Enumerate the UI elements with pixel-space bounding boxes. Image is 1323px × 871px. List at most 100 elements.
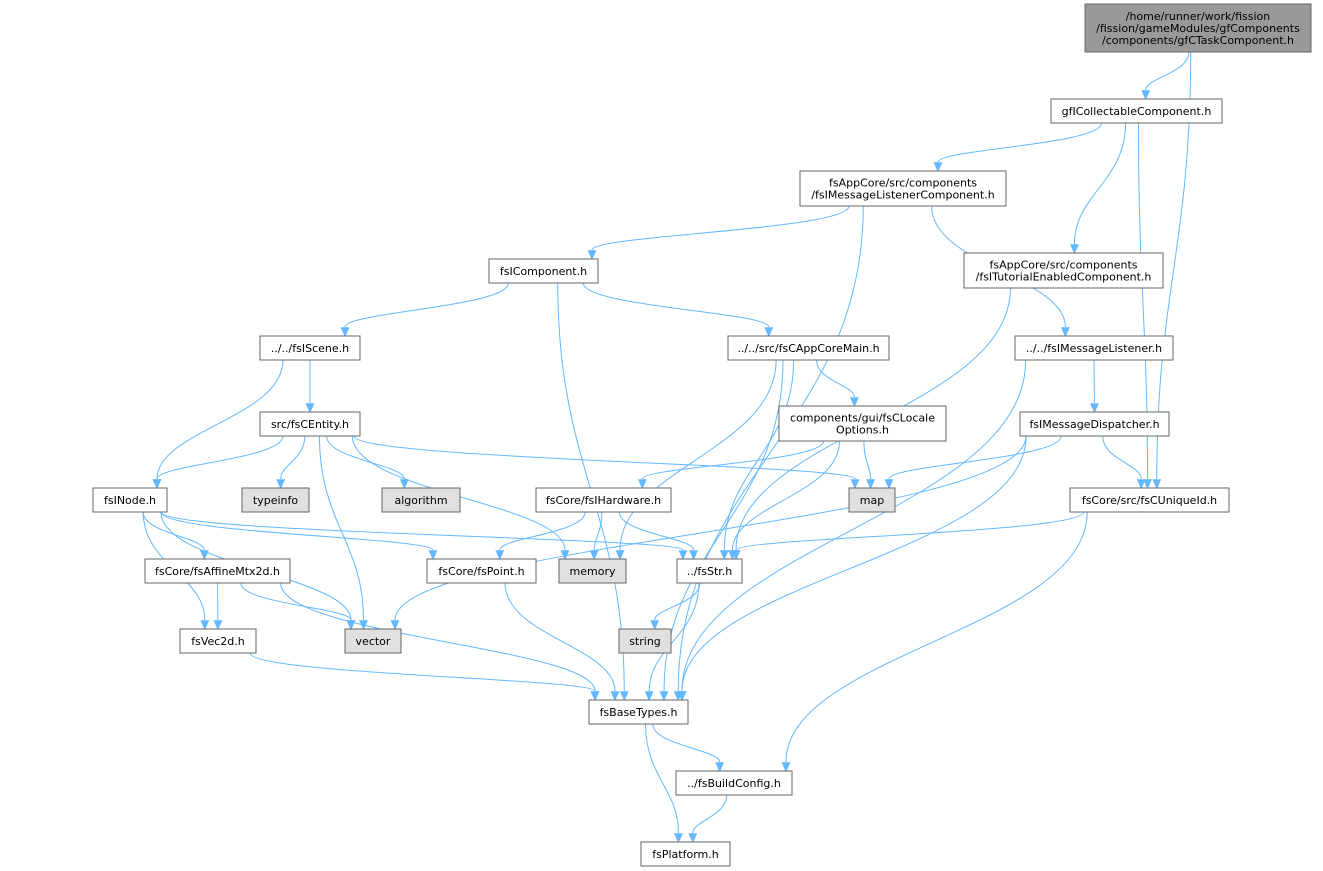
node-label: fsCore/fsIHardware.h [546, 494, 661, 507]
node-label: ../fsBuildConfig.h [687, 777, 781, 790]
node-fsCEntity[interactable]: src/fsCEntity.h [259, 411, 361, 437]
edge-line [1073, 122, 1127, 245]
node-fsBuildConfig[interactable]: ../fsBuildConfig.h [675, 770, 793, 796]
edge-fsAffine-to-fsBaseTypes [280, 582, 600, 702]
arrowhead [650, 620, 660, 631]
node-box [241, 487, 310, 513]
node-box [488, 258, 599, 284]
node-fsIComponent[interactable]: fsIComponent.h [488, 258, 599, 284]
edge-fsIMsgListenerComp-to-fsIComponent [587, 205, 850, 261]
arrowhead [495, 550, 505, 561]
arrowhead [305, 403, 315, 414]
edge-line [326, 435, 405, 480]
node-box [848, 487, 896, 513]
edge-fsStr-to-string [650, 582, 701, 631]
node-fsIHardware[interactable]: fsCore/fsIHardware.h [535, 487, 672, 513]
arrowhead [719, 550, 729, 561]
node-label: fsBaseTypes.h [600, 706, 678, 719]
node-label: map [860, 494, 884, 507]
edge-line [160, 511, 684, 551]
node-box [535, 487, 672, 513]
arrowhead [152, 479, 162, 490]
node-fsBaseTypes[interactable]: fsBaseTypes.h [588, 699, 689, 725]
nodes-layer: /home/runner/work/fission/fission/gameMo… [92, 3, 1312, 867]
edge-line [645, 723, 679, 834]
edge-line [156, 359, 284, 480]
node-gfICollectable[interactable]: gfICollectableComponent.h [1050, 98, 1223, 124]
node-fsIMsgListener[interactable]: ../../fsIMessageListener.h [1014, 335, 1174, 361]
edge-line [499, 511, 586, 551]
node-fsPlatform[interactable]: fsPlatform.h [640, 841, 731, 867]
arrowhead [346, 620, 356, 631]
node-fsITutorial[interactable]: fsAppCore/src/components/fsITutorialEnab… [963, 252, 1164, 289]
edge-fsCAppCoreMain-to-memory [615, 359, 777, 561]
edge-fsCEntity-to-fsINode [152, 435, 284, 490]
node-label: fsCore/fsAffineMtx2d.h [155, 565, 280, 578]
edge-line [280, 435, 306, 480]
node-fsCUniqueId[interactable]: fsCore/src/fsCUniqueId.h [1069, 487, 1230, 513]
arrowhead [866, 479, 876, 490]
node-fsAffine[interactable]: fsCore/fsAffineMtx2d.h [144, 558, 291, 584]
arrowhead [1152, 479, 1162, 490]
edge-line [240, 582, 352, 621]
edge-line [504, 582, 616, 692]
edge-fsIMsgListener-to-fsIMsgDispatcher [1089, 359, 1099, 414]
node-label: /fission/gameModules/gfComponents [1096, 22, 1300, 35]
node-fsIMsgDispatcher[interactable]: fsIMessageDispatcher.h [1019, 411, 1170, 437]
node-label: ../../fsIScene.h [271, 342, 349, 355]
node-label: fsCore/src/fsCUniqueId.h [1082, 494, 1217, 507]
node-fsINode[interactable]: fsINode.h [92, 487, 168, 513]
node-label: fsIMessageDispatcher.h [1029, 418, 1159, 431]
node-label: /components/gfCTaskComponent.h [1102, 34, 1294, 47]
node-fsPoint[interactable]: fsCore/fsPoint.h [426, 558, 537, 584]
arrowhead [674, 833, 683, 844]
node-algorithm: algorithm [381, 487, 461, 513]
node-box [1019, 411, 1170, 437]
node-root[interactable]: /home/runner/work/fission/fission/gameMo… [1084, 3, 1312, 53]
edge-line [1145, 51, 1190, 91]
arrowhead [1060, 327, 1070, 338]
edge-line [785, 511, 1088, 763]
edge-line [681, 435, 1027, 692]
node-fsCAppCoreMain[interactable]: ../../src/fsCAppCoreMain.h [727, 335, 890, 361]
edge-line [353, 435, 856, 480]
arrowhead [276, 479, 286, 490]
node-label: fsCore/fsPoint.h [438, 565, 524, 578]
edge-fsBuildConfig-to-fsPlatform [688, 794, 728, 844]
node-box [259, 411, 361, 437]
node-typeinfo: typeinfo [241, 487, 310, 513]
edge-fsCLocale-to-fsIHardware [637, 440, 825, 490]
node-box [426, 558, 537, 584]
edge-line [591, 205, 850, 251]
edge-gfICollectable-to-fsITutorial [1070, 122, 1127, 255]
arrowhead [678, 550, 688, 561]
node-fsVec2d[interactable]: fsVec2d.h [179, 628, 257, 654]
edge-fsCLocale-to-map [863, 440, 876, 490]
node-box [799, 170, 1007, 207]
node-fsIScene[interactable]: ../../fsIScene.h [259, 335, 361, 361]
node-box [727, 335, 890, 361]
edge-fsIHardware-to-fsStr [618, 511, 699, 561]
edge-line [593, 511, 603, 551]
node-box [640, 841, 731, 867]
node-label: algorithm [394, 494, 447, 507]
edge-line [648, 582, 700, 692]
node-box [675, 770, 793, 796]
node-label: components/gui/fsCLocale [790, 412, 935, 425]
arrowhead [340, 327, 350, 338]
node-fsIMsgListenerComp[interactable]: fsAppCore/src/components/fsIMessageListe… [799, 170, 1007, 207]
arrowhead [933, 162, 943, 173]
arrowhead [560, 550, 570, 561]
edge-fsCLocale-to-fsStr [728, 440, 841, 561]
edge-line [318, 435, 365, 621]
node-label: fsINode.h [104, 494, 156, 507]
edge-line [731, 440, 841, 551]
node-fsStr[interactable]: ../fsStr.h [676, 558, 743, 584]
edge-fsCEntity-to-algorithm [326, 435, 409, 490]
edge-line [1156, 51, 1192, 480]
arrowhead [399, 479, 409, 490]
node-box [1014, 335, 1174, 361]
edge-fsIMsgListenerComp-to-fsBaseTypes [673, 205, 864, 702]
